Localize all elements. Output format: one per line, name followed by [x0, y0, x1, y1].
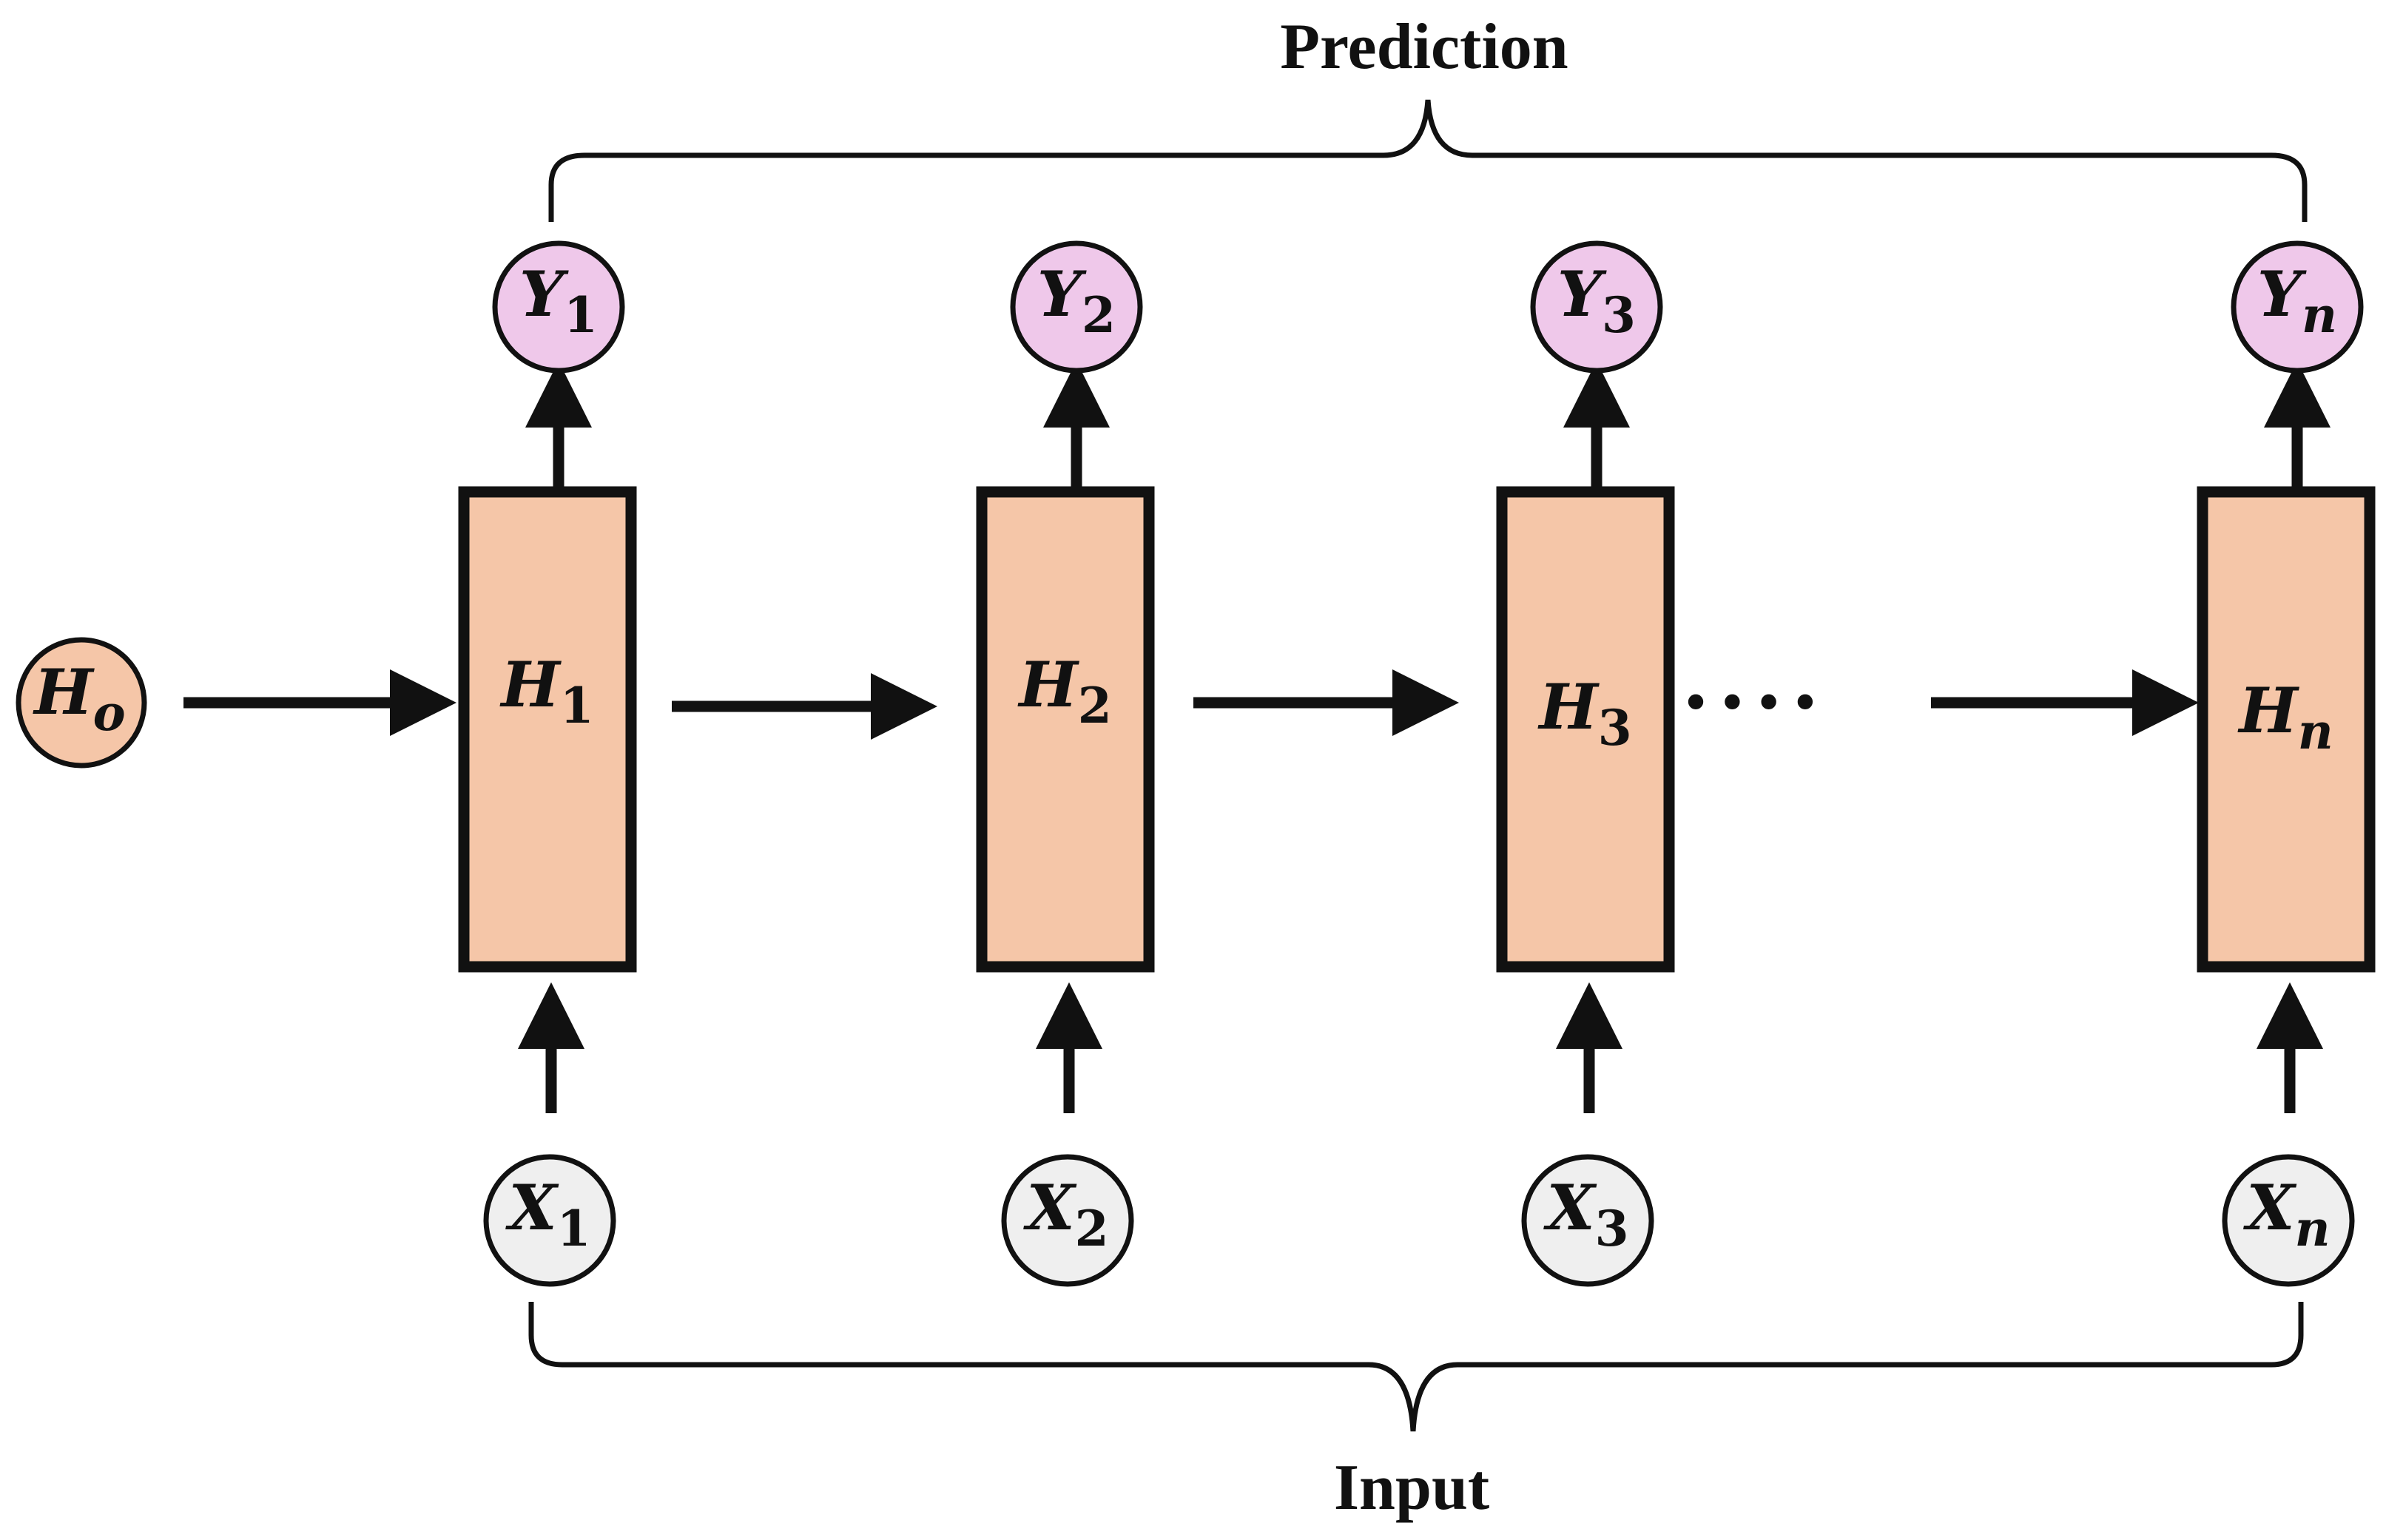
input-node: X1 [483, 1154, 616, 1287]
svg-text:X3: X3 [1543, 1171, 1628, 1257]
hidden-state-box: H1 [458, 486, 637, 973]
svg-text:H3: H3 [1537, 670, 1631, 757]
svg-text:Yn: Yn [2257, 257, 2337, 344]
input-brace [528, 1302, 2304, 1432]
svg-text:Xn: Xn [2242, 1171, 2330, 1257]
ellipsis: •••• [1680, 673, 1826, 734]
svg-text:Y2: Y2 [1037, 257, 1116, 344]
svg-text:Ho: Ho [33, 655, 125, 742]
svg-text:X2: X2 [1022, 1171, 1108, 1257]
hidden-state-box: H3 [1496, 486, 1675, 973]
svg-text:H1: H1 [499, 648, 593, 734]
input-node: Xn [2222, 1154, 2355, 1287]
output-node: Yn [2231, 240, 2364, 374]
hidden-state-box: H2 [976, 486, 1155, 973]
svg-text:Y1: Y1 [519, 257, 598, 344]
output-node: Y1 [492, 240, 625, 374]
input-node: X2 [1001, 1154, 1134, 1287]
svg-text:Y3: Y3 [1557, 257, 1636, 344]
svg-text:H2: H2 [1017, 648, 1111, 734]
input-node: X3 [1521, 1154, 1654, 1287]
output-node: Y2 [1010, 240, 1143, 374]
initial-hidden-state-node: Ho [16, 637, 147, 769]
prediction-label: Prediction [1280, 11, 1568, 83]
hidden-state-box: Hn [2197, 486, 2376, 973]
input-label: Input [1334, 1452, 1489, 1524]
svg-text:Hn: Hn [2237, 674, 2333, 760]
svg-text:X1: X1 [505, 1171, 590, 1257]
output-node: Y3 [1530, 240, 1663, 374]
prediction-brace [548, 99, 2308, 222]
